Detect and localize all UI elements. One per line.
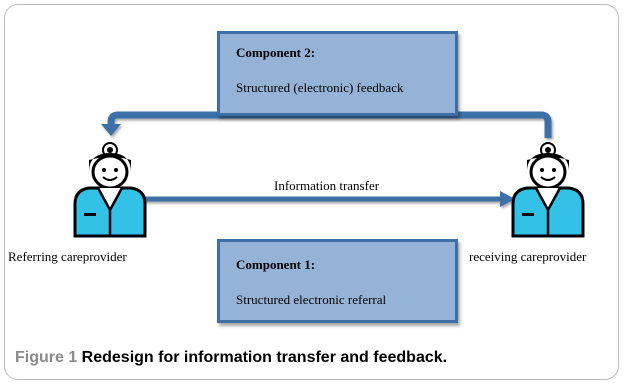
component-2-description: Structured (electronic) feedback: [236, 80, 404, 95]
component-2-title: Component 2:: [236, 45, 316, 60]
figure-caption-label: Figure 1: [15, 349, 78, 366]
figure-caption: Figure 1 Redesign for information transf…: [15, 349, 447, 367]
information-transfer-label: Information transfer: [274, 178, 380, 193]
receiving-careprovider-label: receiving careprovider: [469, 249, 587, 264]
information-transfer-arrow: [142, 191, 515, 207]
doctor-icon-left: [73, 142, 147, 238]
feedback-arrow: [101, 111, 552, 138]
component-1-title: Component 1:: [236, 257, 316, 272]
figure-caption-text: Redesign for information transfer and fe…: [77, 349, 448, 366]
referring-careprovider-label: Referring careprovider: [8, 249, 127, 264]
component-1-box: Component 1: Structured electronic refer…: [217, 239, 458, 323]
component-2-box: Component 2: Structured (electronic) fee…: [217, 31, 458, 116]
doctor-icon-right: [511, 142, 585, 238]
component-1-description: Structured electronic referral: [236, 292, 387, 307]
